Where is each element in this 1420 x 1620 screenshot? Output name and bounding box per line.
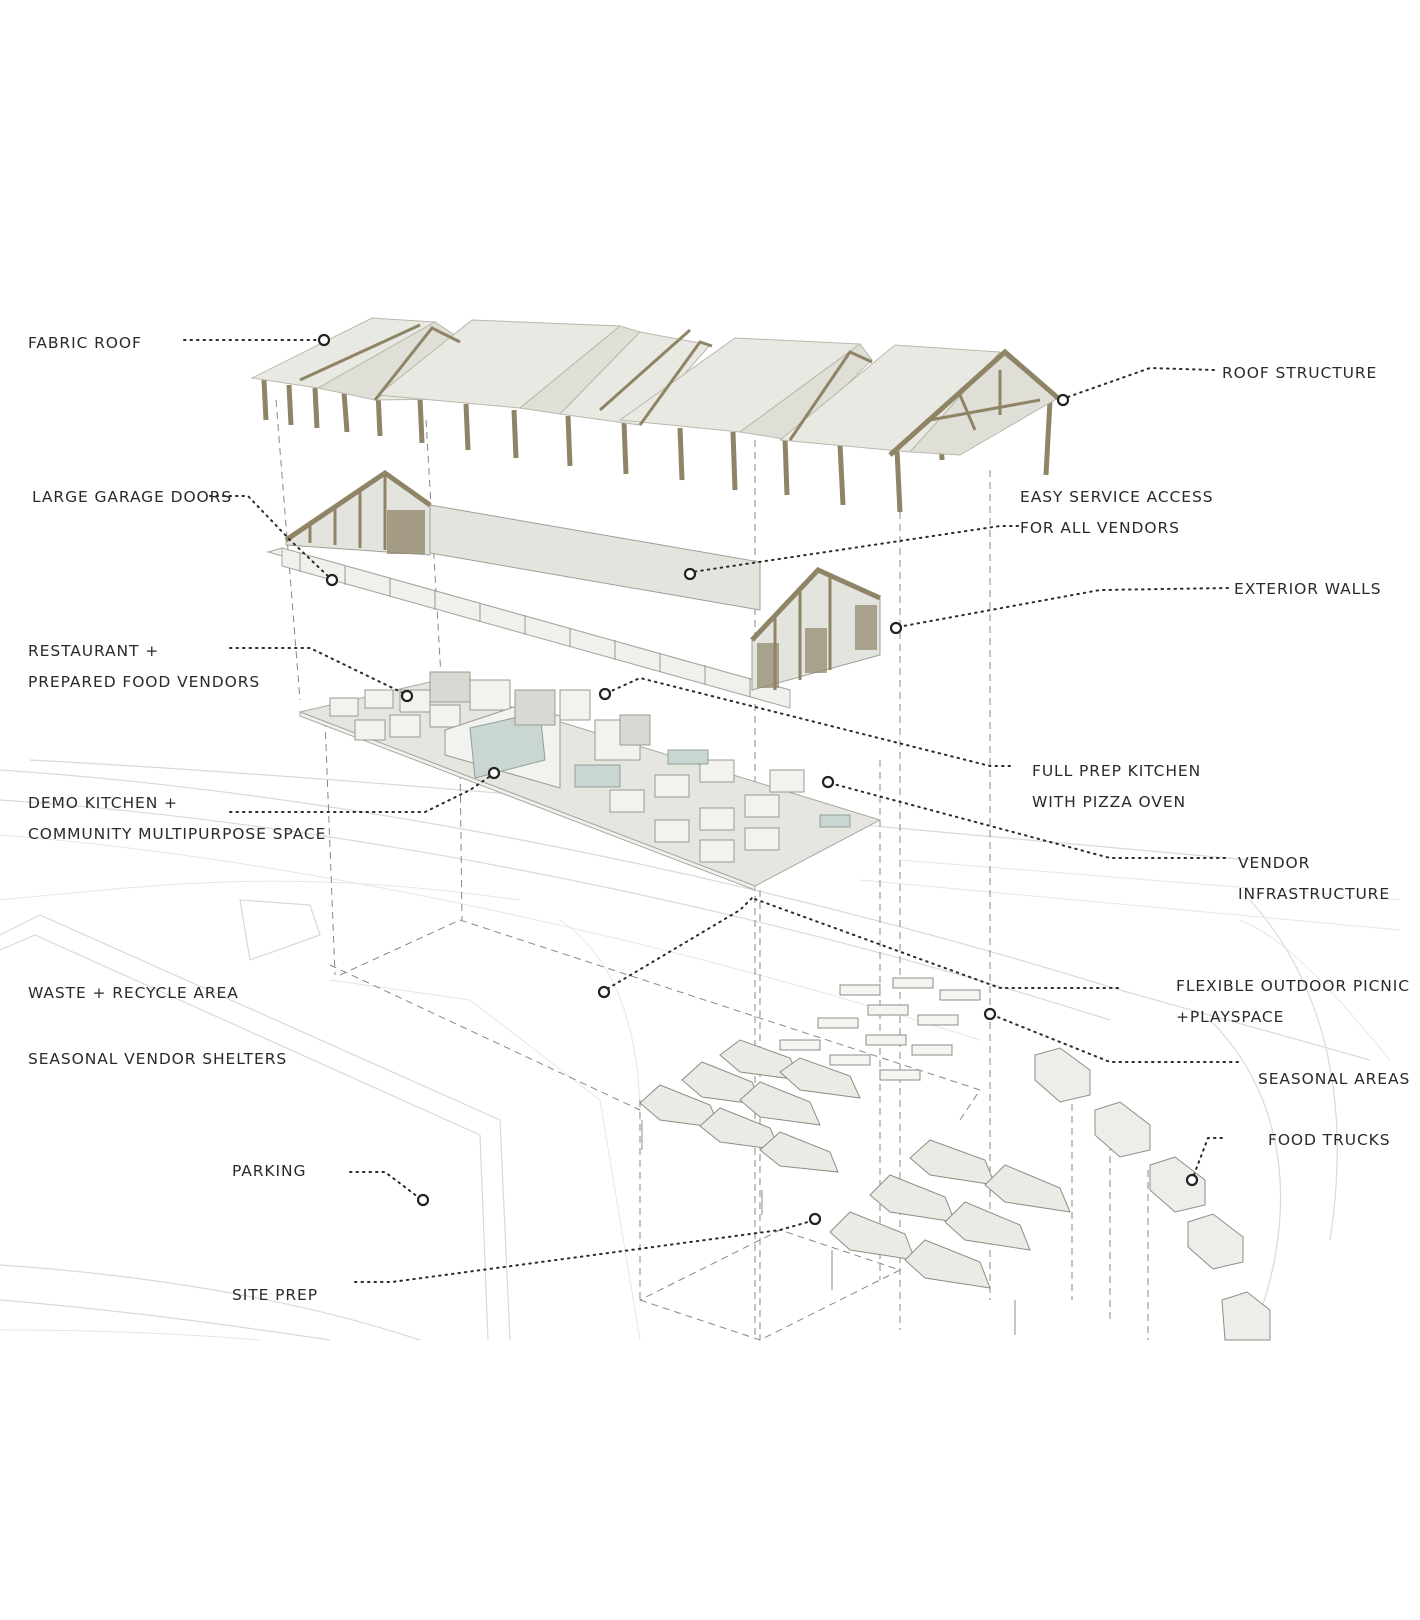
pin-waste-recycle <box>597 985 611 999</box>
label-exterior-walls: EXTERIOR WALLS <box>1234 580 1381 598</box>
label-full-prep-2: WITH PIZZA OVEN <box>1032 793 1186 811</box>
shelter-row-a <box>639 1039 861 1215</box>
pin-seasonal-areas <box>983 1007 997 1021</box>
label-roof-structure: ROOF STRUCTURE <box>1222 364 1377 382</box>
label-easy-service-access-1: EASY SERVICE ACCESS <box>1020 488 1213 506</box>
label-seasonal-vendor-shelters: SEASONAL VENDOR SHELTERS <box>28 1050 287 1068</box>
label-large-garage-doors: LARGE GARAGE DOORS <box>32 488 232 506</box>
pin-fabric-roof <box>317 333 331 347</box>
leader-lines <box>183 339 1239 1283</box>
wall-layer <box>266 469 882 709</box>
label-parking: PARKING <box>232 1162 306 1180</box>
floor-layer <box>298 671 882 891</box>
pin-vendor-infrastructure <box>821 775 835 789</box>
label-site-prep: SITE PREP <box>232 1286 318 1304</box>
label-flexible-outdoor-2: +PLAYSPACE <box>1176 1008 1284 1026</box>
label-demo-kitchen-2: COMMUNITY MULTIPURPOSE SPACE <box>28 825 326 843</box>
pin-food-trucks <box>1185 1173 1199 1187</box>
pins <box>317 333 1199 1226</box>
label-fabric-roof: FABRIC ROOF <box>28 334 142 352</box>
seasonal-shelters <box>639 1039 1071 1335</box>
pin-restaurant <box>400 689 414 703</box>
label-demo-kitchen-1: DEMO KITCHEN + <box>28 794 178 812</box>
label-full-prep-1: FULL PREP KITCHEN <box>1032 762 1201 780</box>
label-restaurant-2: PREPARED FOOD VENDORS <box>28 673 260 691</box>
label-restaurant-1: RESTAURANT + <box>28 642 159 660</box>
projection-lines <box>275 399 1149 1341</box>
roof-layer <box>250 317 1060 513</box>
food-trucks <box>1034 1047 1271 1341</box>
pin-full-prep-kitchen <box>598 687 612 701</box>
label-food-trucks: FOOD TRUCKS <box>1268 1131 1391 1149</box>
label-flexible-outdoor-1: FLEXIBLE OUTDOOR PICNIC <box>1176 977 1410 995</box>
label-waste-recycle: WASTE + RECYCLE AREA <box>28 984 239 1002</box>
label-seasonal-areas: SEASONAL AREAS <box>1258 1070 1410 1088</box>
shelter-row-b <box>829 1139 1071 1335</box>
labels: FABRIC ROOF ROOF STRUCTURE LARGE GARAGE … <box>28 334 1410 1304</box>
pin-easy-service-access <box>683 567 697 581</box>
pin-exterior-walls <box>889 621 903 635</box>
pin-parking <box>416 1193 430 1207</box>
label-easy-service-access-2: FOR ALL VENDORS <box>1020 519 1180 537</box>
pin-large-garage-doors <box>325 573 339 587</box>
pin-roof-structure <box>1056 393 1070 407</box>
label-vendor-infra-2: INFRASTRUCTURE <box>1238 885 1390 903</box>
picnic-tables <box>779 977 981 1081</box>
pin-demo-kitchen <box>487 766 501 780</box>
pin-site-prep <box>808 1212 822 1226</box>
label-vendor-infra-1: VENDOR <box>1238 854 1310 872</box>
